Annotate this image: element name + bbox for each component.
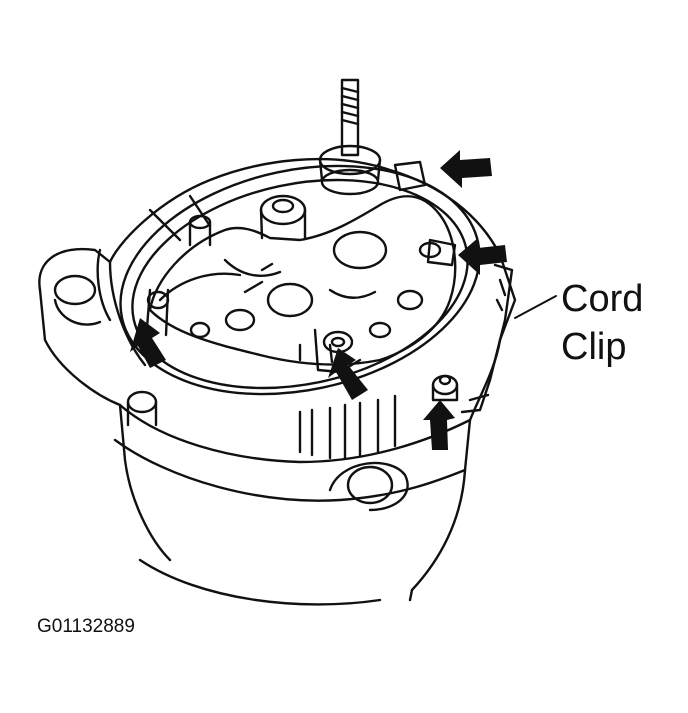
rectifier-plate (148, 194, 457, 366)
alternator-housing (38, 157, 517, 606)
cord-clip-label-line1: Cord (561, 278, 644, 320)
fastener-nuts (144, 160, 459, 402)
arrow-icon (423, 400, 455, 450)
figure-id: G01132889 (37, 616, 135, 637)
cord-clip-bracket (460, 263, 514, 414)
arrow-icon (130, 318, 166, 368)
arrow-icon (440, 150, 492, 188)
callout-leader (514, 295, 557, 319)
cord-clip-label-line2: Clip (561, 326, 627, 368)
b-terminal-stud (318, 78, 382, 196)
arrow-icon (328, 348, 368, 400)
arrows (130, 150, 507, 450)
arrow-icon (458, 238, 507, 275)
